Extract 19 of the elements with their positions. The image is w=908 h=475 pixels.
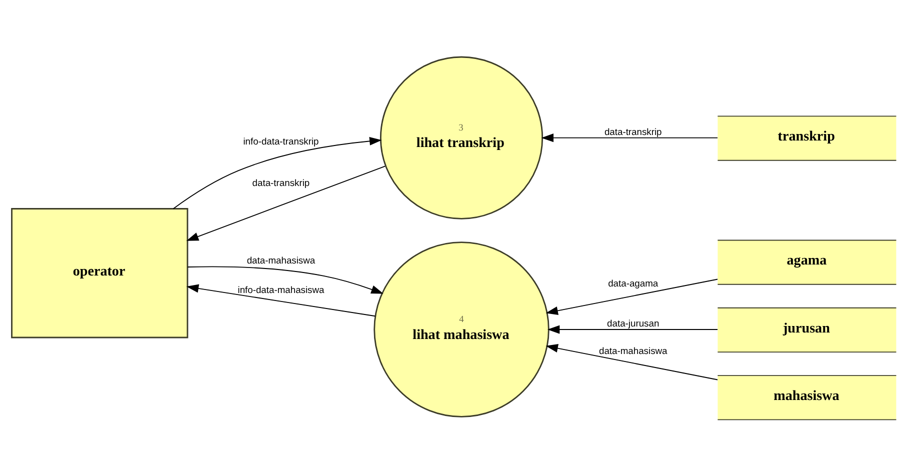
- arrow: [541, 133, 718, 142]
- edge-label: info-data-transkrip: [243, 134, 319, 146]
- edge-label: data-jurusan: [607, 317, 660, 328]
- arrow: [546, 278, 718, 314]
- node-circle: 3 lihat transkrip: [380, 56, 544, 219]
- arrow: [186, 284, 376, 316]
- arrow: [546, 344, 718, 380]
- node-box: operator: [11, 208, 188, 338]
- edge-label: data-mahasiswa: [598, 344, 668, 356]
- arrow: [186, 165, 386, 240]
- node-circle: 4 lihat mahasiswa: [374, 241, 550, 417]
- edge-label: info-data-mahasiswa: [238, 283, 324, 294]
- arrow: [187, 266, 384, 294]
- arrow: [172, 136, 382, 209]
- edge-label: data-agama: [608, 276, 658, 288]
- arrow: [547, 324, 718, 334]
- edge-label: data-transkrip: [604, 126, 662, 136]
- edge-label: data-transkrip: [252, 176, 310, 188]
- edge-label: data-mahasiswa: [246, 254, 316, 266]
